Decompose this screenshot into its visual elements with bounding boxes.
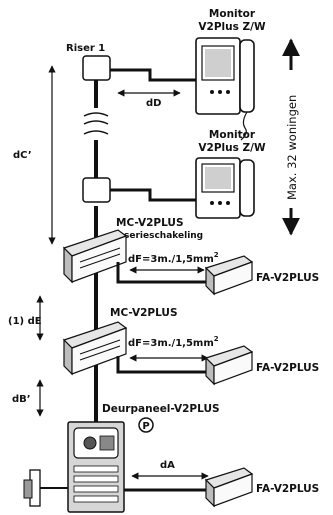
dF2-label: dF=3m./1,5mm2 bbox=[128, 335, 219, 349]
monitor-top-title: Monitor bbox=[209, 8, 256, 20]
dA-label: dA bbox=[160, 460, 175, 471]
monitor-mid-wire bbox=[110, 188, 210, 202]
dC-label: dC’ bbox=[13, 150, 32, 161]
mc1-subtitle: serieschakeling bbox=[124, 231, 203, 241]
junction-box-mid bbox=[82, 177, 111, 203]
p-badge-text: P bbox=[142, 421, 149, 432]
monitor-top-wire bbox=[110, 68, 210, 82]
fa2-wire bbox=[116, 356, 218, 374]
fa2-device-icon bbox=[204, 345, 254, 386]
dB-label: dB’ bbox=[12, 394, 31, 405]
dF1-label: dF=3m./1,5mm2 bbox=[128, 251, 219, 265]
mc1-device-icon bbox=[62, 229, 128, 284]
max-woningen-label: Max. 32 woningen bbox=[285, 95, 299, 200]
fa3-label: FA-V2PLUS bbox=[256, 483, 319, 495]
mc1-title: MC-V2PLUS bbox=[116, 217, 184, 229]
monitor-mid-model: V2Plus Z/W bbox=[198, 142, 266, 154]
fa2-label: FA-V2PLUS bbox=[256, 362, 319, 374]
p-badge bbox=[138, 417, 154, 433]
mc2-device-icon bbox=[62, 321, 128, 376]
monitor-top-model: V2Plus Z/W bbox=[198, 21, 266, 33]
fa1-device-icon bbox=[204, 255, 254, 296]
riser-label: Riser 1 bbox=[66, 43, 105, 54]
fa1-wire bbox=[116, 262, 218, 284]
junction-box-top bbox=[82, 55, 111, 81]
monitor-mid-icon bbox=[195, 157, 255, 219]
dE-label: (1) dE bbox=[8, 316, 42, 327]
door-panel-label: Deurpaneel-V2PLUS bbox=[102, 403, 220, 415]
fa3-device-icon bbox=[204, 467, 254, 508]
mc2-title: MC-V2PLUS bbox=[110, 307, 178, 319]
door-lock-icon bbox=[23, 469, 41, 507]
monitor-mid-title: Monitor bbox=[209, 129, 256, 141]
monitor-top-icon bbox=[195, 37, 255, 141]
dD-label: dD bbox=[146, 98, 161, 109]
fa1-label: FA-V2PLUS bbox=[256, 272, 319, 284]
break-mark-icon bbox=[83, 112, 109, 135]
door-panel-icon bbox=[67, 421, 125, 513]
